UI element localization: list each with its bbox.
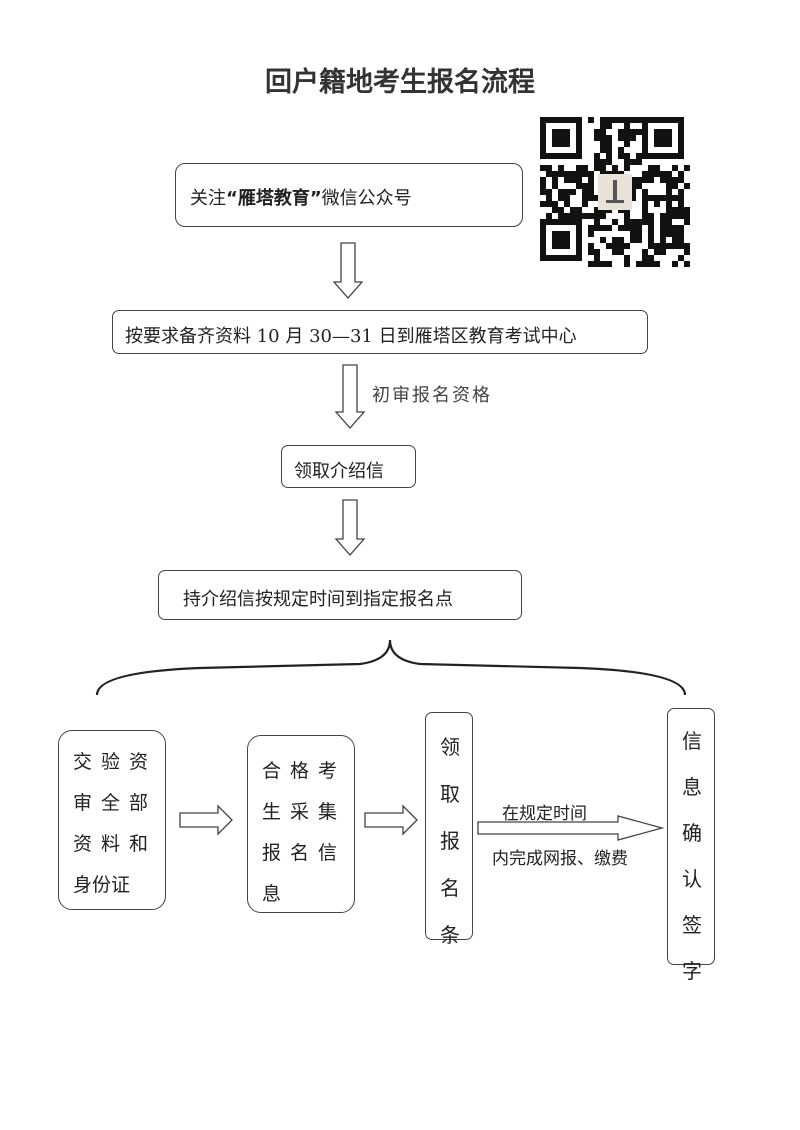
step-prepare-materials: 按要求备齐资料 10 月 30—31 日到雁塔区教育考试中心	[112, 310, 648, 354]
char: 集	[318, 801, 338, 823]
right-arrow-1	[179, 804, 233, 836]
char: 采	[290, 801, 310, 823]
char: 领	[440, 735, 460, 759]
step-prepare-text: 按要求备齐资料 10 月 30—31 日到雁塔区教育考试中心	[125, 326, 577, 347]
char: 名	[290, 842, 310, 864]
follow-prefix: 关注	[190, 188, 226, 209]
char: 审	[73, 792, 93, 814]
down-arrow-1	[332, 242, 364, 299]
char: 资	[73, 833, 93, 855]
char: 验	[101, 751, 121, 773]
step-get-slip: 领取报名条	[425, 712, 473, 947]
page-title: 回户籍地考生报名流程	[265, 67, 535, 98]
char: 息	[682, 775, 702, 799]
down-arrow-3	[334, 499, 366, 556]
char: 报	[440, 829, 460, 853]
down-arrow-2	[334, 364, 366, 429]
char: 息	[262, 883, 282, 905]
step-go-text: 持介绍信按规定时间到指定报名点	[183, 589, 453, 610]
char: 资	[129, 751, 149, 773]
step-follow-wechat: 关注“雁塔教育”微信公众号	[175, 163, 523, 227]
char: 交	[73, 751, 93, 773]
char: 生	[262, 801, 282, 823]
char: 和	[129, 833, 149, 855]
char: 身份证	[73, 874, 131, 896]
char: 合	[262, 760, 282, 782]
char: 取	[440, 782, 460, 806]
follow-suffix: 微信公众号	[321, 188, 412, 209]
brace	[95, 639, 687, 696]
char: 信	[318, 842, 338, 864]
step-verify-documents: 交验资 审全部 资料和 身份证	[58, 730, 166, 910]
char: 字	[682, 959, 702, 983]
account-name: “雁塔教育”	[226, 188, 322, 209]
char: 确	[682, 821, 702, 845]
char: 部	[129, 792, 149, 814]
review-label: 初审报名资格	[372, 385, 492, 406]
step-go-to-site: 持介绍信按规定时间到指定报名点	[158, 570, 522, 620]
right-arrow-3	[477, 815, 665, 841]
qr-code-icon	[540, 112, 690, 272]
char: 全	[101, 792, 121, 814]
char: 条	[440, 923, 460, 947]
online-label-top: 在规定时间	[502, 804, 587, 824]
char: 名	[440, 876, 460, 900]
step-collect-info: 合格考 生采集 报名信 息	[247, 735, 355, 913]
char: 信	[682, 729, 702, 753]
step-confirm-sign: 信息确认签字	[667, 708, 715, 983]
char: 格	[290, 760, 310, 782]
step-get-letter-text: 领取介绍信	[294, 461, 384, 482]
online-label-bottom: 内完成网报、缴费	[492, 849, 628, 869]
char: 考	[318, 760, 338, 782]
char: 料	[101, 833, 121, 855]
right-arrow-2	[364, 804, 418, 836]
char: 签	[682, 913, 702, 937]
char: 报	[262, 842, 282, 864]
char: 认	[682, 867, 702, 891]
step-get-letter: 领取介绍信	[281, 445, 416, 488]
